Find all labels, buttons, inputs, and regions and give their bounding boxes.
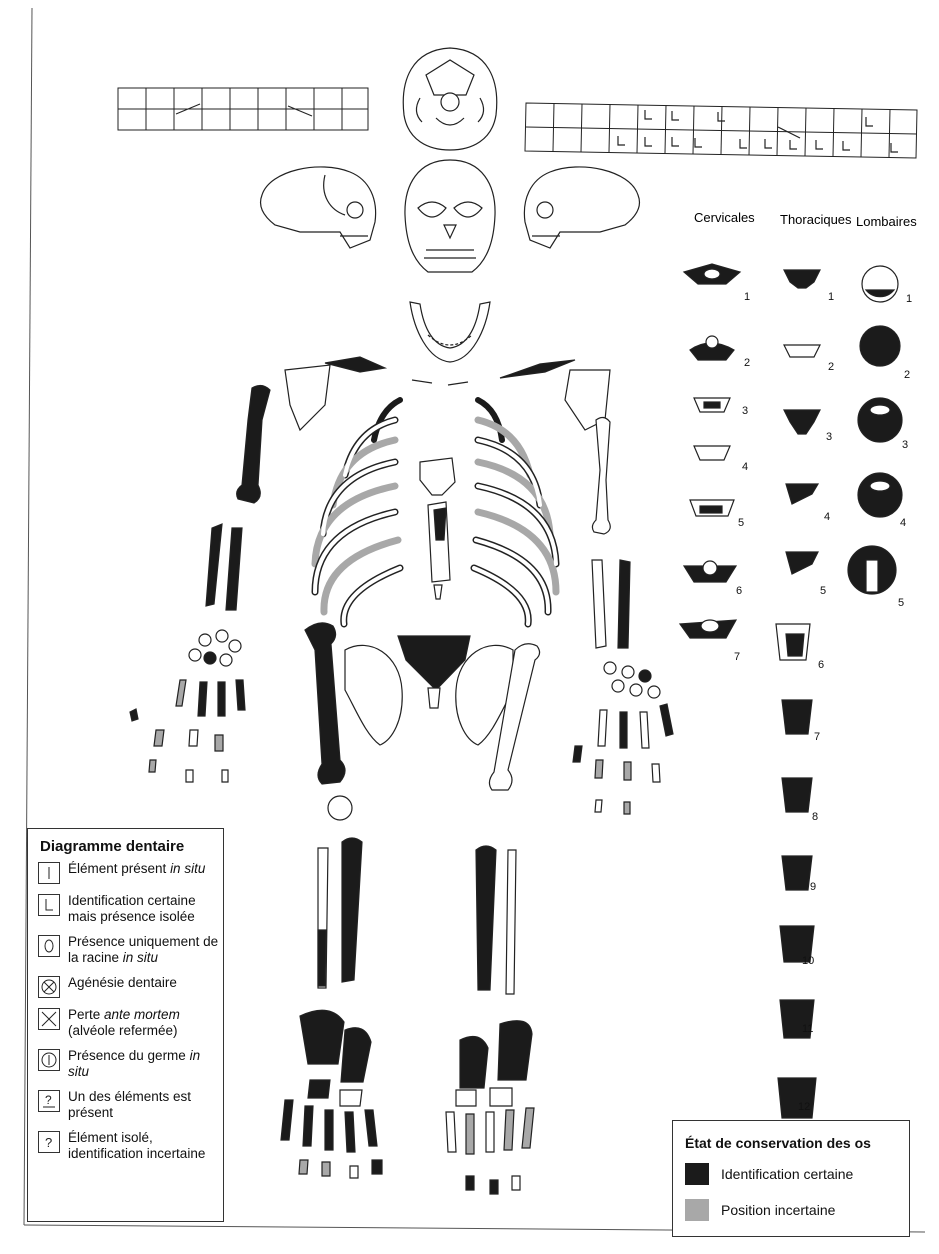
bar-icon — [38, 862, 60, 884]
svg-text:?: ? — [45, 1093, 52, 1107]
legend-item: Présence du germe in situ — [38, 1048, 219, 1080]
question-l-icon: ? — [38, 1090, 60, 1112]
sternum — [420, 458, 455, 599]
cervical-number: 7 — [734, 651, 740, 663]
thoracic-number: 6 — [818, 659, 824, 671]
thoracic-number: 10 — [802, 955, 814, 967]
header-lumbar: Lombaires — [856, 214, 917, 229]
thoracic-number: 4 — [824, 511, 830, 523]
dental-chart-left — [118, 88, 368, 130]
uncertain-swatch — [685, 1199, 709, 1221]
legend-item: Agénésie dentaire — [38, 975, 219, 998]
lumbar-number: 2 — [904, 369, 910, 381]
legend-item: Perte ante mortem (alvéole refermée) — [38, 1007, 219, 1039]
legend-item: Élément présent in situ — [38, 861, 219, 884]
foot-left — [281, 1010, 382, 1178]
forearm-right — [592, 560, 630, 648]
legend-item: Identification certaine mais présence is… — [38, 893, 219, 925]
header-cervical: Cervicales — [694, 210, 755, 225]
cervical-number: 4 — [742, 461, 748, 473]
thoracic-number: 12 — [798, 1101, 810, 1113]
thoracic-number: 9 — [810, 881, 816, 893]
cervical-number: 2 — [744, 357, 750, 369]
thoracic-number: 7 — [814, 731, 820, 743]
skull-views — [261, 48, 640, 362]
header-thoracic: Thoraciques — [780, 212, 852, 227]
shoulder-girdle — [285, 357, 610, 430]
dental-legend-title: Diagramme dentaire — [40, 838, 223, 855]
x-icon — [38, 1008, 60, 1030]
cervical-number: 3 — [742, 405, 748, 417]
thoracic-number: 3 — [826, 431, 832, 443]
conservation-legend-title: État de conservation des os — [685, 1135, 909, 1151]
thoracic-number: 5 — [820, 585, 826, 597]
legend-item: Présence uniquement de la racine in situ — [38, 934, 219, 966]
certain-swatch — [685, 1163, 709, 1185]
cervical-number: 5 — [738, 517, 744, 529]
zero-icon — [38, 935, 60, 957]
lumbar-number: 4 — [900, 517, 906, 529]
thoracic-number: 11 — [802, 1023, 813, 1035]
lumbar-number: 3 — [902, 439, 908, 451]
lumbar-number: 1 — [906, 293, 912, 305]
question-icon: ? — [38, 1131, 60, 1153]
l-icon — [38, 894, 60, 916]
cervical-vertebrae — [680, 264, 740, 638]
cervical-number: 1 — [744, 291, 750, 303]
lower-legs — [318, 838, 516, 994]
foot-right — [446, 1021, 534, 1194]
dental-legend: Diagramme dentaire Élément présent in si… — [27, 828, 224, 1222]
forearm-left — [206, 524, 242, 610]
svg-text:?: ? — [45, 1135, 52, 1150]
conservation-legend: État de conservation des os Identificati… — [672, 1120, 910, 1237]
pelvis — [345, 636, 513, 745]
lumbar-number: 5 — [898, 597, 904, 609]
hand-left — [130, 630, 245, 782]
legend-item: ? Un des éléments est présent — [38, 1089, 219, 1121]
thoracic-number: 8 — [812, 811, 818, 823]
legend-item: Identification certaine — [685, 1163, 909, 1185]
hand-right — [573, 662, 673, 814]
thoracic-number: 2 — [828, 361, 834, 373]
legend-item: Position incertaine — [685, 1199, 909, 1221]
circle-x-icon — [38, 976, 60, 998]
thoracic-vertebrae — [776, 270, 820, 1118]
dental-chart-right — [525, 103, 917, 158]
circle-bar-icon — [38, 1049, 60, 1071]
thoracic-number: 1 — [828, 291, 834, 303]
lumbar-vertebrae — [848, 266, 902, 594]
cervical-number: 6 — [736, 585, 742, 597]
legend-item: ? Élément isolé, identification incertai… — [38, 1130, 219, 1162]
